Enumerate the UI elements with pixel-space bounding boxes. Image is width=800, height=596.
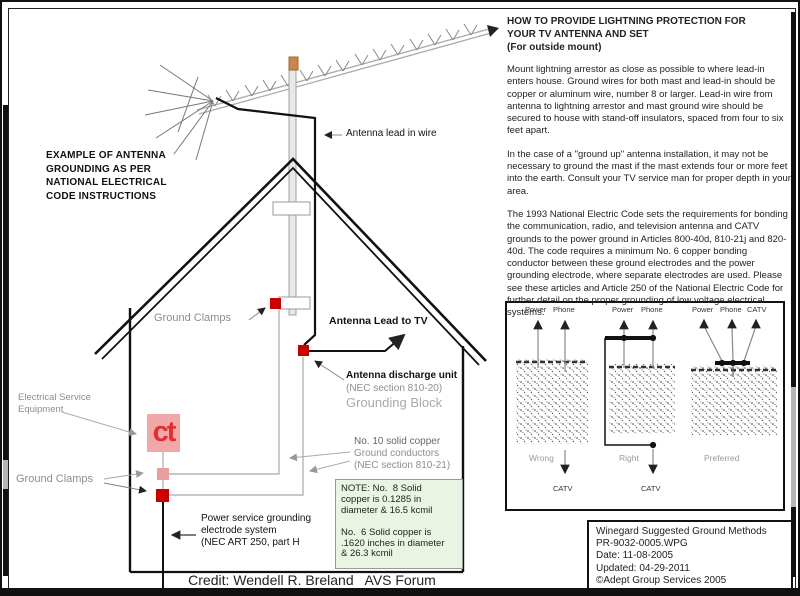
gm-wrong-phone: Phone — [553, 305, 575, 314]
wrong-wires — [533, 319, 570, 475]
label-discharge-nec: (NEC section 810-20) — [346, 383, 443, 394]
gm-caption-right: Right — [619, 453, 639, 463]
credit-line: Credit: Wendell R. Breland AVS Forum — [188, 572, 436, 588]
label-ground-clamps-lower: Ground Clamps — [16, 473, 94, 485]
instructions-paragraph-3: The 1993 National Electric Code sets the… — [507, 208, 788, 319]
label-grounding-block: Grounding Block — [346, 395, 443, 410]
bottom-edge-bar — [2, 588, 798, 594]
instructions-paragraph-1: Mount lightning arrestor as close as pos… — [507, 64, 784, 137]
preferred-wires — [699, 318, 761, 377]
gm-preferred-catv: CATV — [747, 305, 767, 314]
antenna-discharge-unit — [298, 345, 309, 356]
gm-wrong-catv: CATV — [553, 484, 573, 493]
gm-preferred-power: Power — [692, 305, 714, 314]
label-conductor-size: No. 10 solid copper — [354, 436, 441, 447]
earth-sketch-right — [609, 364, 675, 434]
diagram-title: EXAMPLE OF ANTENNA GROUNDING AS PER NATI… — [46, 150, 167, 202]
instructions-heading: HOW TO PROVIDE LIGHTNING PROTECTION FOR … — [507, 16, 746, 53]
gm-right-phone: Phone — [641, 305, 663, 314]
mast-bracket — [278, 296, 311, 310]
left-edge-bar — [3, 105, 8, 460]
gm-caption-preferred: Preferred — [704, 453, 740, 463]
mast-bracket — [272, 201, 311, 216]
right-wires — [604, 319, 658, 475]
lead-to-tv-arrow — [308, 333, 406, 352]
ground-conductors — [162, 310, 304, 496]
left-edge-bar-gray — [3, 460, 8, 489]
instructions-paragraph-2: In the case of a "ground up" antenna ins… — [507, 148, 791, 197]
label-antenna-lead-to-tv: Antenna Lead to TV — [329, 315, 428, 327]
house-outline — [94, 157, 487, 574]
ct-watermark: ct — [147, 414, 180, 452]
gm-right-catv: CATV — [641, 484, 661, 493]
antenna-icon — [144, 23, 499, 161]
mast-clamp-icon — [288, 56, 299, 71]
ground-methods-box — [505, 301, 785, 511]
right-edge-bar-gray — [791, 387, 796, 507]
label-electrical-service: Electrical Service Equipment — [18, 392, 91, 415]
label-power-service: Power service grounding electrode system… — [201, 513, 312, 548]
info-box: Winegard Suggested Ground Methods PR-903… — [587, 520, 793, 591]
service-ground-clamp-pink — [157, 468, 169, 480]
earth-sketch-wrong — [516, 358, 588, 444]
note-box: NOTE: No. 8 Solid copper is 0.1285 in di… — [335, 479, 463, 569]
label-discharge-unit: Antenna discharge unit — [346, 370, 458, 381]
right-edge-bar — [791, 507, 796, 577]
right-edge-bar — [791, 12, 796, 387]
mast-ground-clamp — [270, 298, 281, 309]
gm-preferred-phone: Phone — [720, 305, 742, 314]
label-ground-clamps-upper: Ground Clamps — [154, 312, 232, 324]
instructions-column: HOW TO PROVIDE LIGHTNING PROTECTION FOR … — [507, 15, 791, 331]
label-conductor-nec: Ground conductors (NEC section 810-21) — [354, 448, 451, 471]
leader-arrows — [61, 131, 351, 540]
gm-caption-wrong: Wrong — [529, 453, 554, 463]
left-edge-bar — [3, 489, 8, 576]
gm-right-power: Power — [612, 305, 634, 314]
lead-in-wire — [215, 97, 406, 352]
service-ground-clamp-red — [156, 489, 169, 502]
gm-wrong-power: Power — [525, 305, 547, 314]
earth-sketch-preferred — [691, 365, 777, 435]
label-antenna-lead-in: Antenna lead in wire — [346, 128, 437, 139]
antenna-mast — [288, 56, 299, 316]
